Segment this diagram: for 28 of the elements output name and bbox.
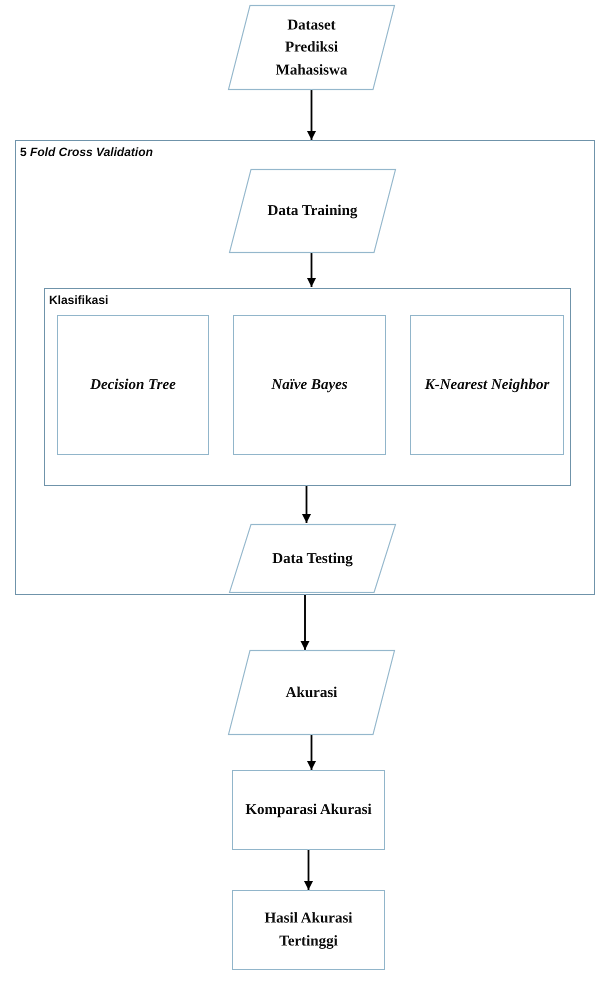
group-label: Klasifikasi <box>49 293 108 307</box>
process-box <box>410 315 564 455</box>
process-box <box>232 890 385 970</box>
node-label: Dataset Prediksi Mahasiswa <box>274 16 348 80</box>
data-parallelogram <box>229 169 396 253</box>
node-label: Naïve Bayes <box>270 376 349 395</box>
node-label: K-Nearest Neighbor <box>424 376 550 395</box>
data-parallelogram <box>228 5 395 90</box>
node-label: Akurasi <box>284 683 338 702</box>
arrow <box>302 485 311 523</box>
group-label: 5 Fold Cross Validation <box>20 145 153 159</box>
node-label: Data Training <box>266 202 358 221</box>
node-label: Hasil Akurasi Tertinggi <box>264 910 354 951</box>
arrow <box>307 90 316 140</box>
arrow <box>307 735 316 770</box>
process-box <box>233 315 386 455</box>
group-frame <box>15 140 595 595</box>
process-box <box>232 770 385 850</box>
arrow <box>304 850 313 890</box>
process-box <box>57 315 209 455</box>
node-label: Data Testing <box>271 549 354 568</box>
data-parallelogram <box>228 650 395 735</box>
group-frame <box>44 288 571 486</box>
node-label: Decision Tree <box>89 376 177 395</box>
node-label: Komparasi Akurasi <box>244 800 373 820</box>
arrow <box>300 595 310 650</box>
data-parallelogram <box>229 524 396 593</box>
arrow <box>307 252 316 287</box>
